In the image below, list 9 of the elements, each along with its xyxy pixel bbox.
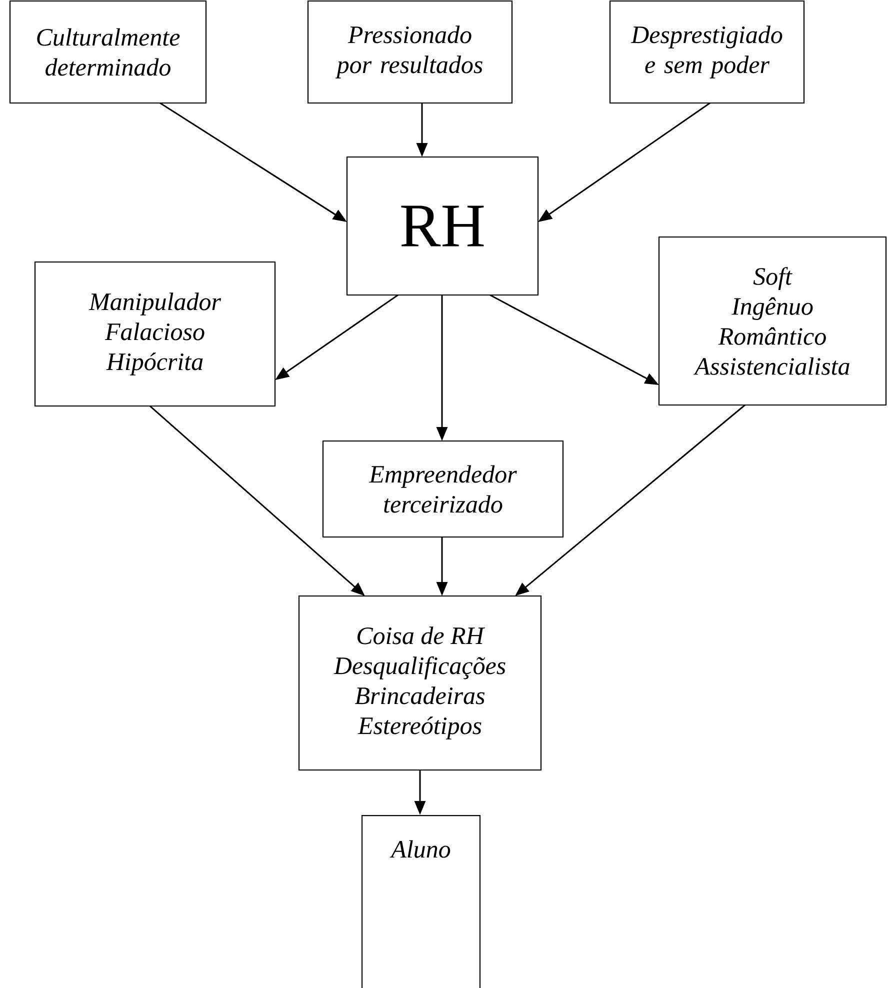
text-box: Empreendedor terceirizado [322, 440, 564, 538]
text-box: Culturalmente determinado [9, 0, 207, 104]
text-box: Soft Ingênuo Romântico Assistencialista [658, 236, 887, 406]
text-box: Aluno [361, 815, 481, 988]
text-box: Manipulador Falacioso Hipócrita [34, 261, 276, 407]
text-box: Pressionado por resultados [307, 0, 513, 104]
text-box: Coisa de RH Desqualificações Brincadeiras Estereótipos [298, 595, 542, 771]
title-box: RH [346, 156, 539, 296]
text-box: Desprestigiado e sem poder [609, 0, 805, 104]
